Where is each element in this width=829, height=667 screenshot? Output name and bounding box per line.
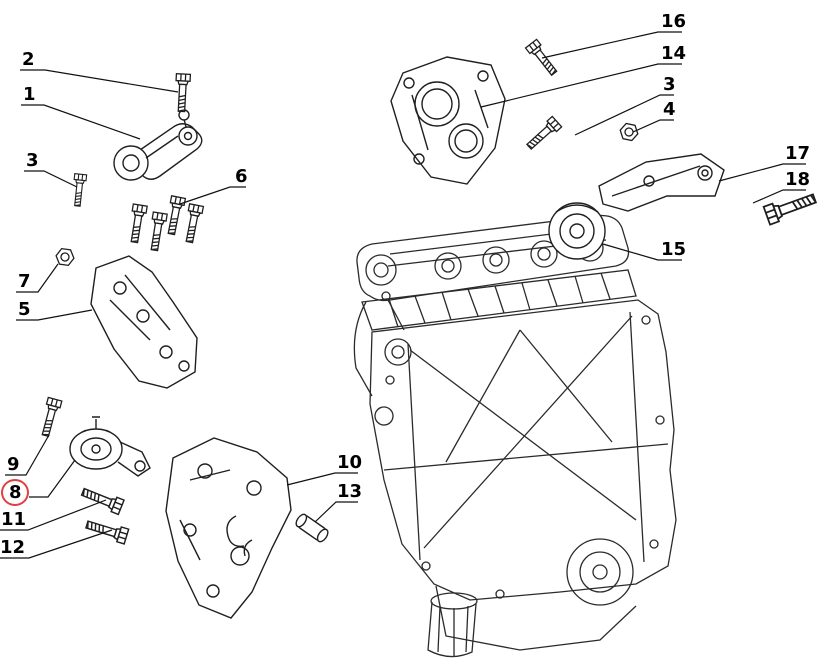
callout-6: 6 [235, 166, 248, 187]
callout-7: 7 [18, 271, 31, 292]
part-support-bracket-5 [90, 255, 198, 389]
callout-15: 15 [661, 239, 687, 260]
callout-14: 14 [661, 43, 687, 64]
part-spacer-sleeve-13 [295, 513, 329, 543]
callout-12: 12 [0, 537, 26, 558]
callout-9: 9 [7, 454, 20, 475]
part-cylindrical-bushing-15 [548, 202, 606, 260]
callout-2: 2 [22, 49, 35, 70]
engine-block-drawing [353, 214, 677, 658]
bolt-9 [37, 396, 63, 438]
part-mount-arm-17 [598, 153, 725, 212]
nut-4 [617, 121, 641, 143]
highlight-ring-callout-8 [1, 479, 29, 506]
bolt-3-left [70, 173, 88, 208]
leader-lines [0, 31, 806, 559]
callout-3-right: 3 [663, 74, 676, 95]
nut-7 [54, 247, 76, 267]
bolt-3-right [523, 115, 563, 153]
callout-16: 16 [661, 11, 687, 32]
bolt-11 [79, 483, 125, 516]
bolt-set-6 [126, 195, 205, 252]
bolt-2 [173, 72, 192, 113]
callout-17: 17 [785, 143, 811, 164]
callout-5: 5 [18, 299, 31, 320]
callout-4: 4 [663, 99, 676, 120]
callout-1: 1 [23, 84, 36, 105]
part-engine-mount-8 [69, 416, 151, 477]
bolt-12 [84, 516, 130, 545]
callout-10: 10 [337, 452, 363, 473]
callout-13: 13 [337, 481, 363, 502]
part-mount-bracket-14 [390, 56, 506, 185]
part-support-bracket-10 [165, 437, 292, 619]
callout-18: 18 [785, 169, 811, 190]
part-upper-engine-mount-1 [113, 109, 203, 181]
callout-11: 11 [1, 509, 27, 530]
callout-3-left: 3 [26, 150, 39, 171]
